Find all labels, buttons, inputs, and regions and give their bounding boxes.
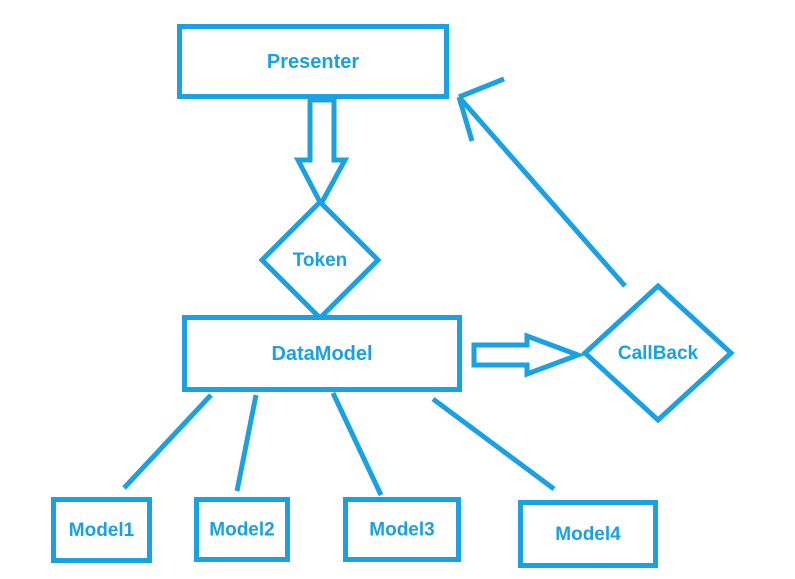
edge-datamodel-to-model4 xyxy=(431,396,556,492)
node-model4-shape[interactable] xyxy=(518,500,658,568)
arrowhead-barb-lower-icon xyxy=(456,96,475,142)
node-token[interactable]: Token xyxy=(258,198,382,322)
node-datamodel[interactable]: DataModel xyxy=(182,315,462,392)
edge-callback-to-presenter-shaft xyxy=(457,95,627,288)
edge-datamodel-to-model3 xyxy=(330,391,384,497)
node-presenter-shape[interactable] xyxy=(177,24,449,99)
node-token-label: Token xyxy=(293,250,348,271)
node-datamodel-label: DataModel xyxy=(271,343,372,365)
node-model3[interactable]: Model3 xyxy=(343,497,461,562)
node-presenter[interactable]: Presenter xyxy=(177,24,449,99)
node-model2-shape[interactable] xyxy=(194,497,290,562)
node-callback-label: CallBack xyxy=(618,343,699,364)
node-model1-label: Model1 xyxy=(69,520,135,541)
block-arrow-down-icon xyxy=(293,97,350,210)
node-callback-shape[interactable] xyxy=(581,282,735,424)
node-model3-label: Model3 xyxy=(369,520,434,541)
node-model2[interactable]: Model2 xyxy=(194,497,290,562)
edge-datamodel-to-model2 xyxy=(234,394,259,492)
node-model3-shape[interactable] xyxy=(343,497,461,562)
edge-datamodel-to-model1 xyxy=(122,393,213,490)
arrowhead-barb-upper-icon xyxy=(458,76,505,100)
block-arrow-right-icon xyxy=(471,332,586,378)
node-callback[interactable]: CallBack xyxy=(581,282,735,424)
node-model1[interactable]: Model1 xyxy=(51,497,152,563)
node-model1-shape[interactable] xyxy=(51,497,152,563)
node-model4[interactable]: Model4 xyxy=(518,500,658,568)
node-model2-label: Model2 xyxy=(209,520,274,541)
node-model4-label: Model4 xyxy=(555,524,621,545)
node-datamodel-shape[interactable] xyxy=(182,315,462,392)
node-presenter-label: Presenter xyxy=(267,51,359,73)
